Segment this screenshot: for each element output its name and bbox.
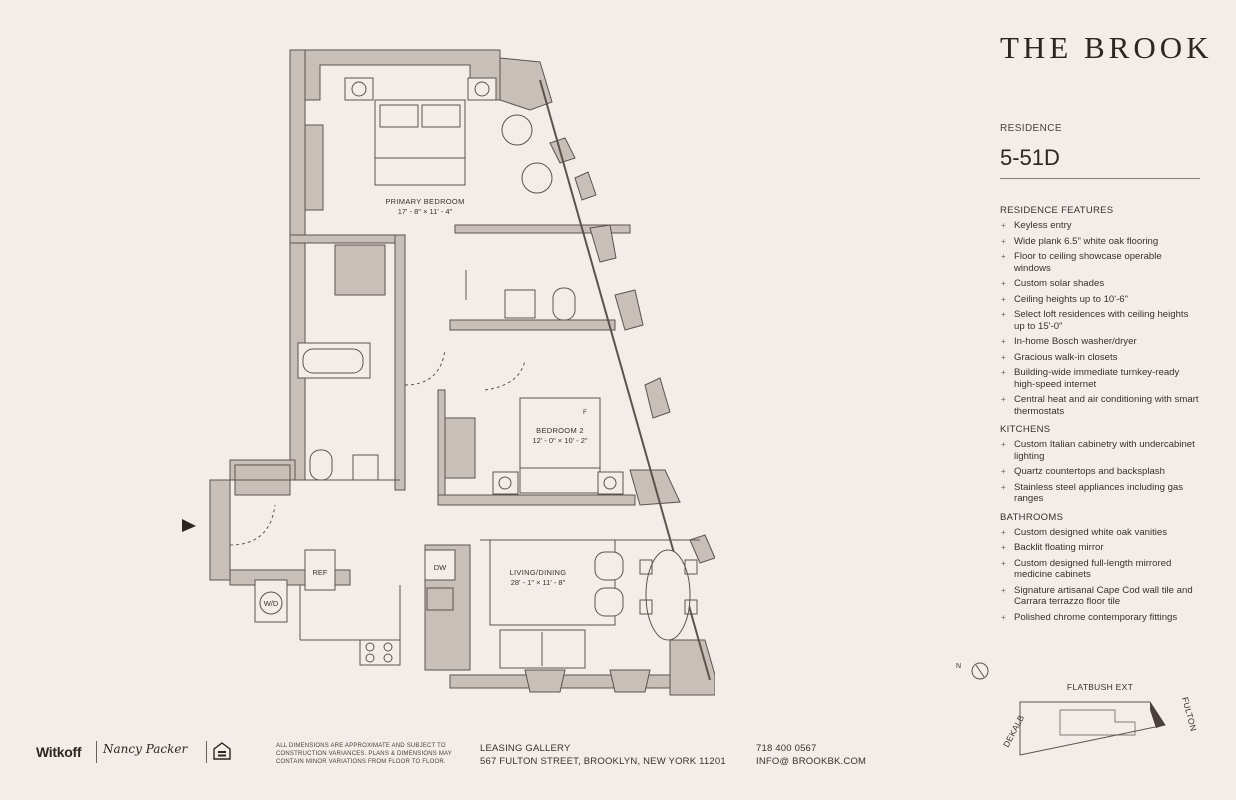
toilet-2	[552, 287, 576, 321]
brand-logo: THE BROOK	[1000, 30, 1213, 65]
bedroom2-bed	[519, 397, 601, 494]
feature-item: Gracious walk-in closets	[1000, 352, 1200, 364]
phone: 718 400 0567	[756, 743, 817, 754]
bay-e3	[589, 224, 617, 263]
feature-item: Polished chrome contemporary fittings	[1000, 612, 1200, 624]
closet-primary	[304, 124, 324, 211]
bay-s2	[609, 669, 651, 693]
bay-se	[669, 639, 715, 696]
sink	[426, 587, 454, 611]
section-heading: RESIDENCE FEATURES	[1000, 205, 1114, 216]
feature-item: Custom Italian cabinetry with undercabin…	[1000, 439, 1200, 462]
email-link[interactable]: INFO@ BROOKBK.COM	[756, 756, 867, 767]
feature-item: Quartz countertops and backsplash	[1000, 466, 1200, 478]
wall-west-upper	[289, 49, 306, 481]
wall-bath-divider	[289, 234, 396, 244]
wall-bed2-bottom	[437, 494, 636, 506]
leasing-gallery: LEASING GALLERY 567 FULTON STREET, BROOK…	[480, 742, 726, 768]
equal-housing-icon	[213, 742, 231, 760]
door-swing	[404, 349, 446, 386]
feature-item: Custom designed full-length mirrored med…	[1000, 558, 1200, 581]
partner-signature: Nancy Packer	[103, 742, 188, 756]
vanity	[352, 454, 379, 481]
feature-item: Select loft residences with ceiling heig…	[1000, 309, 1200, 332]
bay-s1	[524, 669, 566, 693]
wall-closet2	[454, 224, 631, 234]
bedroom2-dims: 12' - 0" × 10' - 2"	[532, 436, 587, 445]
developer-logo: Witkoff	[36, 744, 82, 760]
divider	[96, 741, 97, 763]
wall-bath-bottom	[449, 319, 616, 331]
wall-west-lower	[209, 479, 231, 581]
bay-e1	[549, 137, 576, 164]
feature-item: Wide plank 6.5" white oak flooring	[1000, 236, 1200, 248]
bay-e2	[574, 171, 597, 201]
living-dims: 28' - 1" × 11' - 8"	[511, 578, 566, 587]
wall-south	[449, 674, 701, 689]
dishwasher	[424, 549, 456, 581]
bay-e4	[614, 289, 644, 331]
footer: Witkoff Nancy Packer ALL DIMENSIONS ARE …	[0, 735, 1236, 785]
wd-label: W/D	[264, 599, 279, 608]
features-panel: RESIDENCE FEATURES Keyless entryWide plan…	[1000, 205, 1200, 630]
wall-bath2	[394, 234, 406, 491]
ref-label: REF	[313, 568, 328, 577]
divider	[206, 741, 207, 763]
feature-section: RESIDENCE FEATURES Keyless entryWide plan…	[1000, 205, 1200, 417]
refrigerator	[304, 549, 336, 591]
section-heading: BATHROOMS	[1000, 511, 1064, 523]
floor-plan: PRIMARY BEDROOM 17' - 8" × 11' - 4" BEDR…	[182, 49, 715, 696]
dw-label: DW	[434, 563, 447, 572]
feature-item: Custom designed white oak vanities	[1000, 527, 1200, 539]
bay-ne	[499, 57, 553, 111]
dining-table	[645, 549, 691, 641]
primary-bedroom-name: PRIMARY BEDROOM	[385, 197, 464, 206]
keyplan-street-right: FULTON	[1180, 696, 1199, 732]
residence-caption: RESIDENCE	[1000, 123, 1062, 134]
feature-item: Stainless steel appliances including gas…	[1000, 482, 1200, 505]
bedroom2-name: BEDROOM 2	[536, 426, 584, 435]
unit-highlight	[1150, 702, 1165, 728]
range	[359, 639, 401, 666]
disclaimer: ALL DIMENSIONS ARE APPROXIMATE AND SUBJE…	[276, 743, 452, 765]
closet-wic	[334, 244, 386, 296]
door-swing	[484, 359, 526, 391]
contact: 718 400 0567 INFO@ BROOKBK.COM	[756, 742, 866, 768]
key-plan: N FLATBUSH EXT DEKALB FULTON	[956, 662, 1199, 756]
bedroom2-f-mark: F	[583, 409, 587, 416]
residence-number: 5-51D	[1000, 145, 1060, 170]
leasing-title: LEASING GALLERY	[480, 743, 571, 754]
entry-arrow-icon	[182, 519, 196, 532]
primary-bedroom-dims: 17' - 8" × 11' - 4"	[398, 207, 453, 216]
feature-item: Custom solar shades	[1000, 278, 1200, 290]
living-rug	[489, 539, 616, 626]
bay-e7	[689, 534, 715, 564]
bay-e5	[644, 377, 671, 419]
living-name: LIVING/DINING	[510, 568, 567, 577]
wall-bed2-west	[437, 389, 446, 501]
vanity-2	[504, 289, 536, 319]
door-swing	[229, 504, 276, 546]
divider	[1000, 178, 1200, 179]
feature-item: Keyless entry	[1000, 220, 1200, 232]
feature-section: KITCHENS Custom Italian cabinetry with un…	[1000, 424, 1200, 505]
feature-item: Floor to ceiling showcase operable windo…	[1000, 251, 1200, 274]
lounge-chair	[521, 162, 553, 194]
feature-item: Signature artisanal Cape Cod wall tile a…	[1000, 585, 1200, 608]
closet-bed2	[444, 417, 476, 479]
lounge-chair	[501, 114, 533, 146]
feature-item: Backlit floating mirror	[1000, 542, 1200, 554]
toilet	[309, 449, 333, 481]
feature-item: In-home Bosch washer/dryer	[1000, 336, 1200, 348]
north-icon	[971, 662, 989, 680]
feature-section: BATHROOMS Custom designed white oak vanit…	[1000, 512, 1200, 624]
north-label: N	[956, 663, 961, 670]
leasing-address: 567 FULTON STREET, BROOKLYN, NEW YORK 11…	[480, 756, 726, 767]
section-heading: KITCHENS	[1000, 424, 1051, 435]
keyplan-street-top: FLATBUSH EXT	[1067, 682, 1133, 692]
feature-item: Building-wide immediate turnkey-ready hi…	[1000, 367, 1200, 390]
feature-item: Ceiling heights up to 10'-6"	[1000, 294, 1200, 306]
feature-item: Central heat and air conditioning with s…	[1000, 394, 1200, 417]
